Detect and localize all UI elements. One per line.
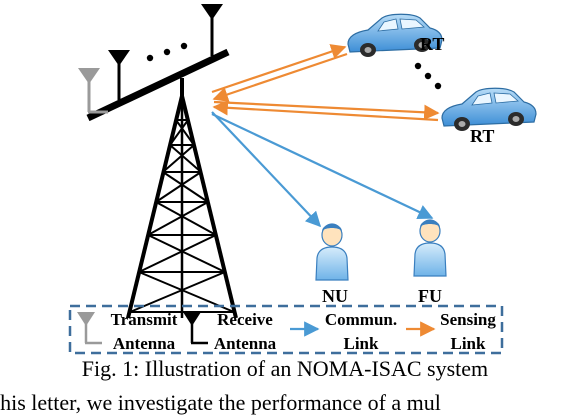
figure-caption: Fig. 1: Illustration of an NOMA-ISAC sys…: [81, 356, 489, 381]
sensing-link: [212, 52, 348, 102]
legend-receive-antenna-icon: [183, 312, 208, 345]
commun-link-near: [211, 111, 322, 228]
sensing-link: [211, 44, 347, 94]
legend: Transmit Antenna Receive Antenna Commun.…: [68, 304, 504, 355]
car-ellipsis-dots: [414, 62, 442, 90]
legend-commun-line2: Link: [344, 334, 380, 353]
antenna-bar: [86, 48, 230, 122]
near-user-icon: [315, 223, 349, 281]
car-icon: [441, 87, 537, 131]
fu-label: FU: [418, 286, 442, 306]
commun-links: [211, 111, 434, 228]
receive-antenna-icon: [108, 50, 130, 100]
legend-commun-line1: Commun.: [325, 310, 397, 329]
body-text-line: this letter, we investigate the performa…: [0, 390, 441, 415]
car-icon: [347, 13, 443, 57]
legend-transmit-line2: Antenna: [113, 334, 176, 353]
sensing-link: [212, 100, 439, 122]
legend-sensing-line1: Sensing: [440, 310, 496, 329]
receive-antenna-icon: [201, 4, 223, 56]
legend-sensing-line2: Link: [451, 334, 487, 353]
sensing-links: [211, 44, 440, 122]
sensing-link: [213, 100, 440, 121]
nu-label: NU: [322, 286, 348, 306]
far-user-icon: [413, 219, 447, 277]
ellipsis-dots: [146, 42, 188, 62]
legend-border: [68, 304, 504, 355]
legend-transmit-line1: Transmit: [111, 310, 178, 329]
transmit-antenna-icon: [78, 68, 108, 114]
rt-bottom-label: RT: [470, 126, 494, 146]
legend-receive-line2: Antenna: [214, 334, 277, 353]
commun-link-far: [211, 113, 434, 220]
legend-transmit-antenna-icon: [77, 312, 102, 345]
legend-receive-line1: Receive: [217, 310, 273, 329]
rt-top-label: RT: [420, 34, 444, 54]
